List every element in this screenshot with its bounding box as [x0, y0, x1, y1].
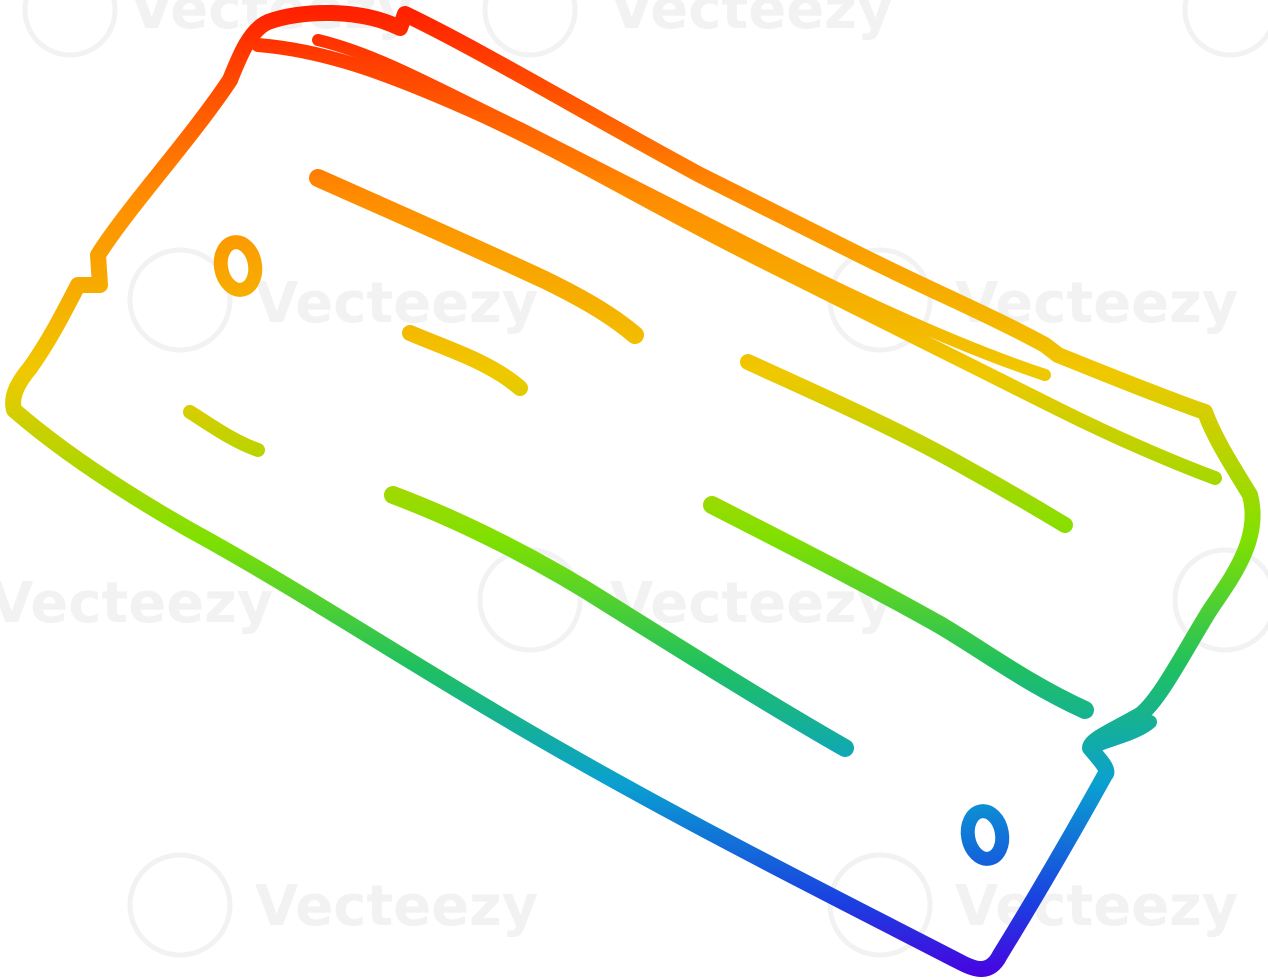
- watermark-tile-center-left: Vecteezy: [0, 571, 273, 636]
- wood-grain-line: [309, 169, 644, 344]
- plank-outline: [5, 5, 1261, 977]
- nail-hole-icon: [960, 804, 1010, 866]
- watermark-text: Vecteezy: [0, 571, 273, 636]
- watermark-tile-top-center: Vecteezy: [482, 0, 893, 58]
- vecteezy-logo-icon: [827, 852, 933, 958]
- wood-grain-line: [703, 496, 1094, 719]
- watermark-text: Vecteezy: [255, 271, 538, 336]
- watermark-tile-bottom-left: Vecteezy: [127, 852, 538, 958]
- watermark-tile-top-right: [1182, 0, 1268, 58]
- watermark-layer: Vecteezy Vecteezy Vecteezy Vecteezy Vect…: [0, 0, 1268, 958]
- vecteezy-logo-icon: [127, 247, 233, 353]
- plank-illustration: [5, 5, 1261, 977]
- watermark-tile-mid-left: Vecteezy: [127, 247, 538, 353]
- watermark-tile-mid-right: Vecteezy: [827, 247, 1238, 353]
- vecteezy-logo-icon: [22, 0, 118, 58]
- wood-grain-line: [183, 405, 265, 457]
- vecteezy-logo-icon: [482, 0, 578, 58]
- vecteezy-logo-icon: [1172, 547, 1268, 653]
- watermark-text: Vecteezy: [255, 874, 538, 939]
- wood-grain-line: [402, 325, 528, 396]
- wood-grain-line: [740, 354, 1073, 533]
- watermark-tile-bottom-right: Vecteezy: [827, 852, 1238, 958]
- watermark-tile-center-right: [1172, 547, 1268, 653]
- plank-end-step: [1083, 715, 1157, 755]
- wood-grain-line: [384, 486, 854, 757]
- vecteezy-logo-icon: [1182, 0, 1268, 58]
- plank-shoulder-line: [312, 34, 1051, 381]
- nail-hole-icon: [213, 235, 263, 297]
- vecteezy-logo-icon: [127, 852, 233, 958]
- watermark-text: Vecteezy: [610, 0, 893, 42]
- plank-top-edge-line: [251, 38, 1222, 485]
- watermark-text: Vecteezy: [955, 874, 1238, 939]
